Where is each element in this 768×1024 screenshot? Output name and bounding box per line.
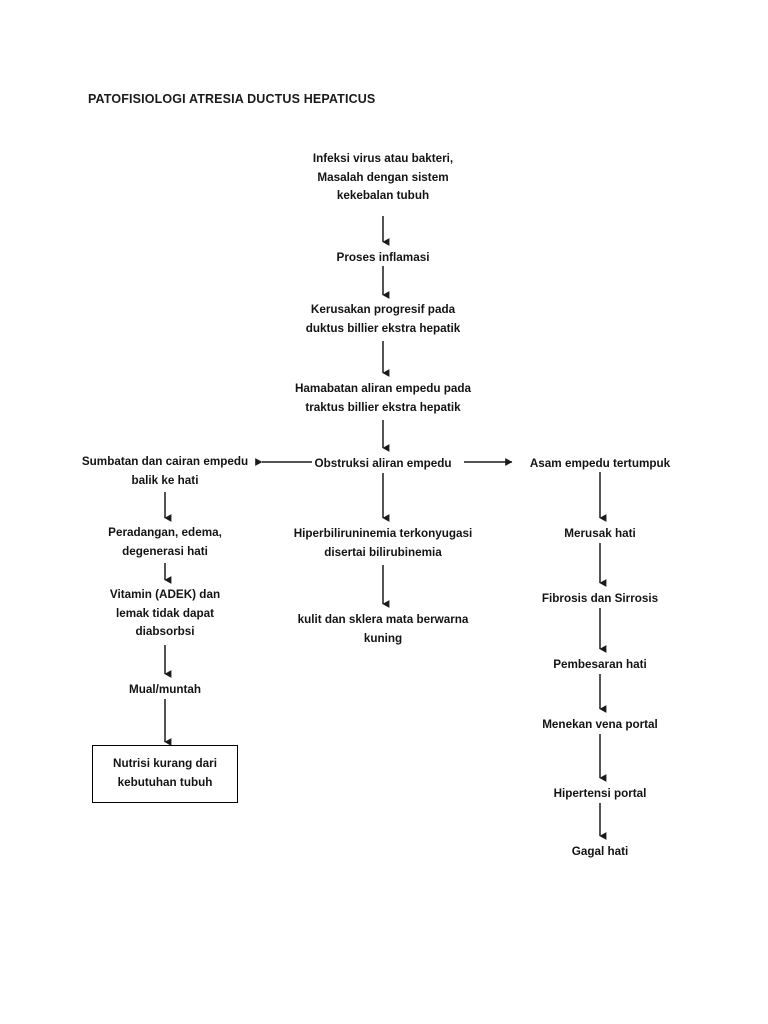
- flow-node-n10: Nutrisi kurang dari kebutuhan tubuh: [92, 745, 238, 803]
- flow-node-n11: Hiperbiliruninemia terkonyugasi disertai…: [293, 527, 473, 559]
- flow-node-n9: Mual/muntah: [128, 683, 202, 696]
- flow-node-n1: Infeksi virus atau bakteri, Masalah deng…: [312, 152, 454, 202]
- flow-node-n3: Kerusakan progresif pada duktus billier …: [305, 303, 461, 335]
- flow-node-n7: Peradangan, edema, degenerasi hati: [108, 526, 222, 558]
- flow-node-n17: Menekan vena portal: [542, 718, 658, 731]
- flow-node-n14: Merusak hati: [564, 527, 636, 540]
- flow-node-n6: Sumbatan dan cairan empedu balik ke hati: [81, 455, 249, 487]
- flow-node-n15: Fibrosis dan Sirrosis: [541, 592, 659, 605]
- flow-node-n8: Vitamin (ADEK) dan lemak tidak dapat dia…: [109, 588, 221, 638]
- flow-node-n5: Obstruksi aliran empedu: [314, 457, 452, 470]
- flow-node-n4: Hamabatan aliran empedu pada traktus bil…: [294, 382, 472, 414]
- flow-node-n12: kulit dan sklera mata berwarna kuning: [297, 613, 469, 645]
- flow-node-n2: Proses inflamasi: [336, 251, 430, 264]
- flow-node-n19: Gagal hati: [571, 845, 629, 858]
- page-title: PATOFISIOLOGI ATRESIA DUCTUS HEPATICUS: [88, 92, 376, 106]
- flow-node-n16: Pembesaran hati: [553, 658, 647, 671]
- flow-node-n13: Asam empedu tertumpuk: [529, 457, 671, 470]
- flow-node-n18: Hipertensi portal: [553, 787, 647, 800]
